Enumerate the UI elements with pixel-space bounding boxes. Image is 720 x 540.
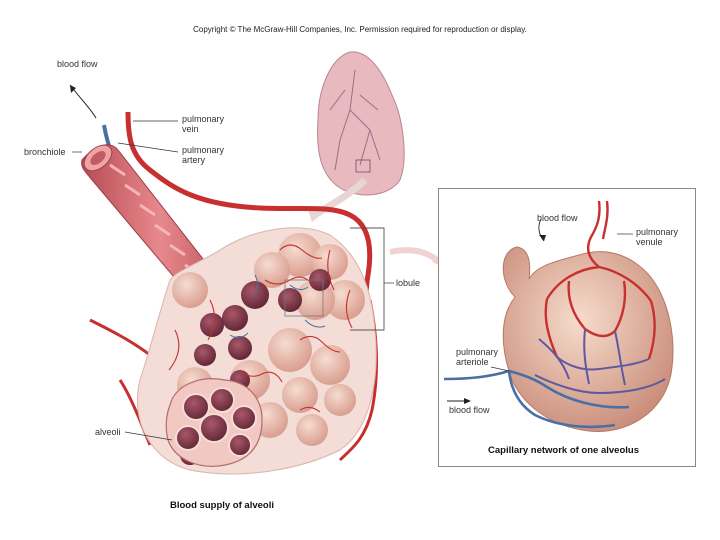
- zoom-arrow-lobule: [389, 247, 442, 265]
- sectioned-alveolus: [165, 378, 263, 467]
- blood-flow-label: blood flow: [57, 59, 98, 69]
- lobule-bracket: [350, 227, 385, 331]
- bronchiole-label: bronchiole: [24, 147, 66, 157]
- lobule-zoom-box: [284, 279, 324, 317]
- inset-panel: blood flow pulmonary venule pulmonary ar…: [438, 188, 696, 467]
- lobule-label: lobule: [396, 278, 421, 288]
- pulmonary-vein-label: pulmonary vein: [182, 114, 225, 134]
- inset-caption: Capillary network of one alveolus: [488, 445, 639, 456]
- alveoli-label: alveoli: [95, 427, 121, 437]
- inset-blood-flow-label-bottom: blood flow: [449, 405, 490, 415]
- leader-lines: [72, 120, 394, 441]
- lung-thumbnail: [317, 51, 405, 196]
- copyright-notice: Copyright © The McGraw-Hill Companies, I…: [193, 25, 527, 34]
- main-caption: Blood supply of alveoli: [170, 500, 274, 511]
- pulmonary-arteriole-label: pulmonary arteriole: [456, 347, 499, 367]
- pulmonary-venule-label: pulmonary venule: [636, 227, 679, 247]
- inset-blood-flow-label-top: blood flow: [537, 213, 578, 223]
- zoom-arrow-lung: [313, 177, 368, 218]
- pulmonary-artery-label: pulmonary artery: [182, 145, 225, 165]
- capillary-network-illustration: [443, 200, 674, 432]
